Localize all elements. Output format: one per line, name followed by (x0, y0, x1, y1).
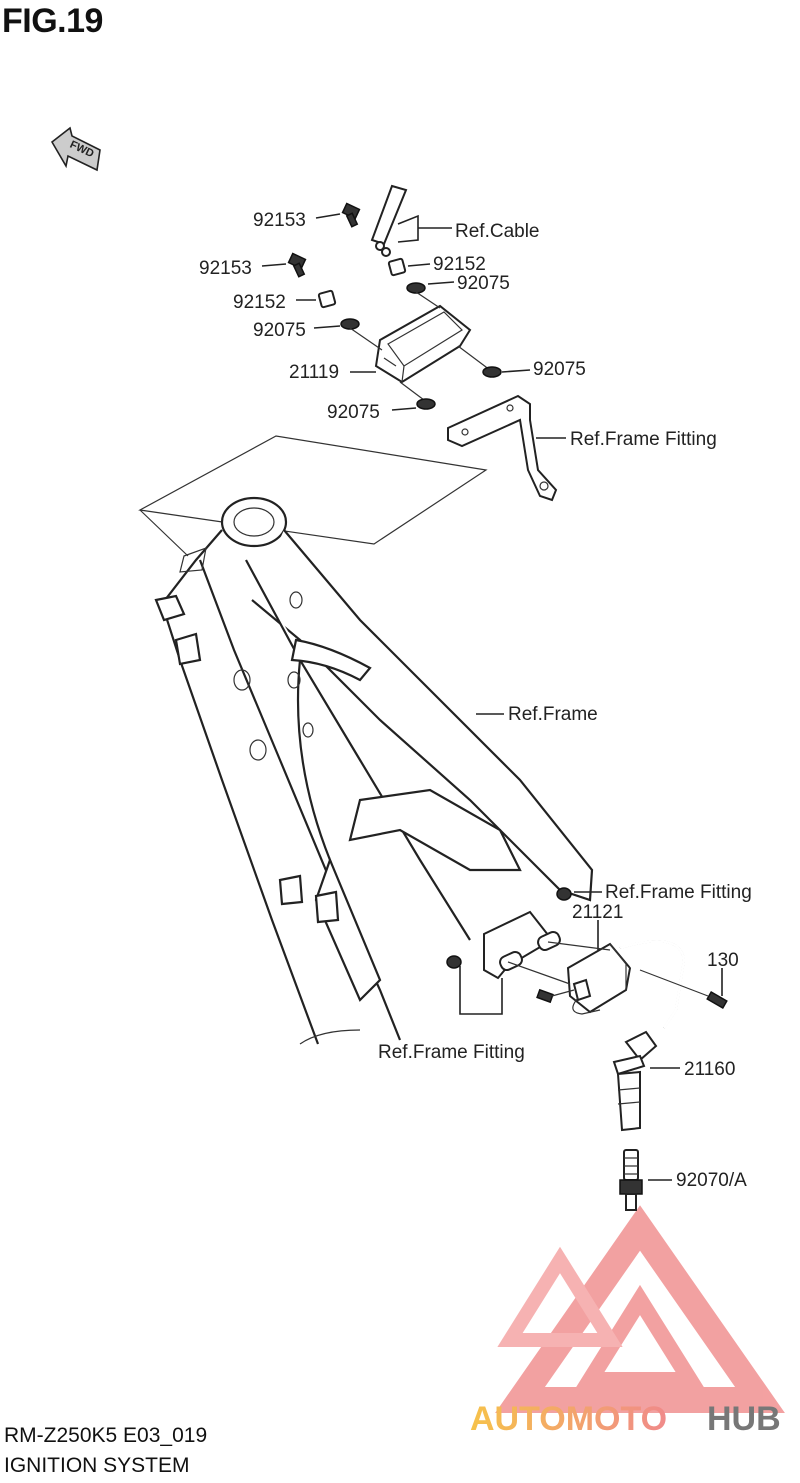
collar-92152-b (317, 289, 337, 309)
grommet-92075-b (340, 318, 360, 330)
cable-clamp (370, 184, 408, 257)
fwd-arrow-icon: FWD (50, 126, 101, 172)
collar-92152-a (387, 257, 407, 277)
label-92153-a: 92153 (253, 210, 306, 231)
label-ref-frame: Ref.Frame (508, 704, 598, 725)
system-name: IGNITION SYSTEM (4, 1454, 190, 1477)
label-92075-b: 92075 (253, 320, 306, 341)
label-92075-a: 92075 (457, 273, 510, 294)
watermark-logo (495, 1205, 785, 1413)
bolt-mid (556, 887, 572, 901)
bolt-left (446, 955, 462, 969)
bolt-92153-b (287, 252, 307, 278)
ignitor-unit-21119 (374, 304, 472, 384)
bolt-130 (639, 969, 728, 1009)
watermark-text-colored: AUTOMOTO (470, 1400, 667, 1438)
label-92153-b: 92153 (199, 258, 252, 279)
figure-title: FIG.19 (2, 2, 103, 40)
label-92075-c: 92075 (327, 402, 380, 423)
ignitor-bracket (447, 394, 558, 502)
label-130: 130 (707, 950, 739, 971)
label-ref-frame-fitting-mid: Ref.Frame Fitting (605, 882, 752, 903)
grommet-92075-c (416, 398, 436, 410)
grommet-92075-a (406, 282, 426, 294)
bolt-92153-a (341, 202, 361, 228)
label-92152-b: 92152 (233, 292, 286, 313)
high-tension-cable (619, 940, 686, 1029)
label-92152-a: 92152 (433, 254, 486, 275)
label-21119: 21119 (289, 362, 339, 383)
frame (154, 496, 594, 1045)
label-ref-frame-fitting-top: Ref.Frame Fitting (570, 429, 717, 450)
grommet-92075-d (482, 366, 502, 378)
label-92070-a: 92070/A (676, 1170, 747, 1191)
spark-plug-92070 (619, 1149, 643, 1211)
ignition-coil-21121 (566, 942, 632, 1015)
coil-bracket (483, 910, 561, 980)
spark-plug-cap-21160 (612, 1030, 658, 1132)
bolt-coil-left (536, 988, 554, 1004)
label-92075-d: 92075 (533, 359, 586, 380)
label-21121: 21121 (572, 902, 623, 923)
label-ref-frame-fitting-bottom: Ref.Frame Fitting (378, 1042, 525, 1063)
model-code: RM-Z250K5 E03_019 (4, 1424, 208, 1447)
watermark-text-gray: HUB (707, 1400, 781, 1438)
label-ref-cable: Ref.Cable (455, 221, 540, 242)
label-21160: 21160 (684, 1059, 735, 1080)
